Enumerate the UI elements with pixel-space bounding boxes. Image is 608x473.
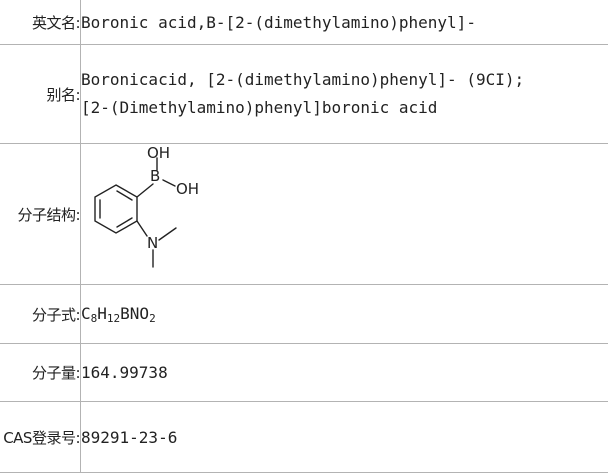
row-weight: 分子量: 164.99738 [0,344,608,402]
weight-label: 分子量: [0,344,81,402]
structure-cell: OH B OH N [81,144,608,285]
cas-value: 89291-23-6 [81,402,608,473]
english-name-value: Boronic acid,B-[2-(dimethylamino)phenyl]… [81,0,608,45]
atom-boron: B [150,167,160,185]
row-alias: 别名: Boronicacid, [2-(dimethylamino)pheny… [0,45,608,144]
alias-label: 别名: [0,45,81,144]
english-name-label: 英文名: [0,0,81,45]
atom-oh-top: OH [147,144,170,162]
weight-value: 164.99738 [81,344,608,402]
formula-label: 分子式: [0,285,81,344]
carbon-boron-bond [137,184,153,197]
formula-part-bno: BNO [120,304,149,323]
formula-part-c: C [81,304,91,323]
row-formula: 分子式: C8H12BNO2 [0,285,608,344]
carbon-nitrogen-bond [137,221,147,236]
atom-nitrogen: N [147,234,158,252]
formula-sub-o: 2 [149,312,156,325]
boron-oxygen-right-bond [163,180,175,186]
nitrogen-methyl-bond-1 [159,228,176,240]
row-structure: 分子结构: [0,144,608,285]
atom-oh-right: OH [176,180,199,198]
formula-part-h: H [97,304,107,323]
cas-label: CAS登录号: [0,402,81,473]
row-cas: CAS登录号: 89291-23-6 [0,402,608,473]
formula-sub-h: 12 [107,312,120,325]
benzene-ring [95,185,137,233]
structure-label: 分子结构: [0,144,81,285]
alias-line-1: Boronicacid, [2-(dimethylamino)phenyl]- … [81,66,608,94]
row-english-name: 英文名: Boronic acid,B-[2-(dimethylamino)ph… [0,0,608,45]
alias-line-2: [2-(Dimethylamino)phenyl]boronic acid [81,94,608,122]
alias-value: Boronicacid, [2-(dimethylamino)phenyl]- … [81,45,608,144]
molecule-structure-image: OH B OH N [77,144,227,284]
formula-value: C8H12BNO2 [81,285,608,344]
